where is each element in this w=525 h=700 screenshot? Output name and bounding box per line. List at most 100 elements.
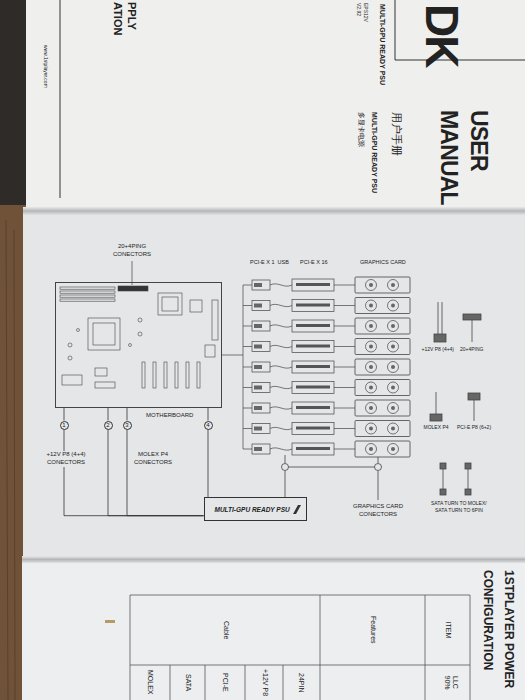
cable-icons [442, 302, 443, 334]
config-table-grid [320, 595, 321, 700]
power-wire [64, 408, 65, 421]
cable-label: SATA TURN TO MOLEX/ [430, 500, 488, 506]
gpu-connector-wires [282, 464, 289, 471]
power-wire [64, 430, 204, 516]
gpu-column [243, 277, 410, 457]
motherboard-illustration [175, 362, 178, 388]
cable-label: MOLEX P4 [423, 424, 450, 430]
riser-bracket [222, 355, 243, 356]
connector-label: MOLEX P4 CONECTORS [130, 451, 176, 467]
cable-icons [440, 463, 446, 469]
paper-panel [26, 0, 525, 212]
callout-number: 3 [124, 422, 131, 429]
motherboard-outline: MOTHERBOARD [55, 282, 222, 408]
psu-box: MULTI-GPU READY PSU [204, 497, 307, 521]
cable-icons [436, 392, 437, 414]
motherboard-illustration [197, 362, 200, 388]
gpu-connector-wires [285, 455, 286, 463]
callout-number: 4 [205, 422, 212, 429]
cover-frame [395, 0, 396, 60]
table-cell: Cable [222, 621, 230, 639]
column-header: PCI-E X 1 [250, 259, 274, 266]
psu-logo [293, 505, 301, 514]
cable-icons [438, 302, 439, 334]
table-cell: SATA [184, 674, 192, 691]
gpu-column [243, 400, 410, 416]
gpu-column [243, 380, 410, 396]
motherboard-illustration [62, 375, 82, 385]
cable-icons [468, 469, 469, 489]
cover-panel: DKMULTI-GPU READY PSUEPS12VV2.92PPLYATIO… [30, 0, 525, 210]
config-table-grid [130, 595, 470, 700]
motherboard-illustration [205, 345, 215, 357]
gpu-column [243, 339, 410, 355]
gpu-connector-wires [378, 471, 379, 500]
callout-number: 3 [123, 421, 132, 430]
product-line: MULTI-GPU READY PSU [370, 112, 378, 193]
cable-icons [463, 314, 481, 320]
cable-icons [440, 489, 446, 495]
motherboard-illustration [186, 362, 189, 388]
callout-number: 4 [204, 421, 213, 430]
config-table-grid [130, 665, 470, 666]
motherboard-illustration [138, 318, 142, 322]
gpu-column [243, 359, 410, 375]
motherboard-illustration [68, 356, 72, 360]
callout-number: 1 [60, 421, 69, 430]
chinese-subtitle: 多显卡电源 [357, 112, 365, 147]
callout-number: 1 [61, 422, 68, 429]
cable-icons [465, 463, 471, 469]
motherboard-illustration [95, 382, 115, 388]
connector-label: +12V P8 (4+4) CONECTORS [39, 451, 93, 467]
config-title: 1STPLAYER POWER CONFIGURATION [477, 570, 519, 698]
wood-grain [14, 230, 15, 700]
cable-icons [443, 469, 444, 489]
spec-text: EPS12V [363, 3, 369, 22]
gpu-column [243, 441, 410, 457]
motherboard-illustration [60, 287, 115, 289]
cable-icons [472, 320, 473, 342]
cable-label: SATA TURN TO 6PIN [434, 507, 484, 513]
power-wire [127, 430, 204, 516]
paper-panel [23, 212, 525, 560]
product-line: MULTI-GPU READY PSU [378, 4, 386, 85]
gpu-connector-wires [282, 455, 382, 500]
power-wire [108, 430, 204, 516]
motherboard-illustration [153, 362, 156, 388]
table-cell: ITEM [444, 622, 452, 639]
config-table-grid [205, 665, 206, 700]
cable-icons [430, 414, 442, 421]
motherboard-illustration [88, 318, 120, 350]
power-wire [127, 408, 128, 421]
motherboard-illustration [95, 368, 107, 376]
cover-frame [60, 0, 61, 198]
motherboard-illustration [60, 299, 115, 301]
gpu-connector-wires [289, 467, 375, 468]
cable-icons [474, 400, 475, 421]
gpu-column [243, 277, 410, 293]
motherboard-illustration [158, 293, 182, 315]
motherboard-illustration [77, 329, 80, 332]
table-cell: PCI-E [221, 673, 229, 692]
cable-icons [430, 302, 481, 495]
gpu-column [243, 421, 410, 437]
config-table-grid [170, 665, 171, 700]
column-header: PCI-E X 16 [300, 259, 328, 266]
callout-number: 2 [105, 422, 112, 429]
gpu-column [243, 318, 410, 334]
cable-icons [468, 393, 480, 400]
cable-label: +12V P8 (4+4) [421, 346, 456, 352]
table-cell: MOLEX [146, 670, 154, 695]
motherboard-illustration [60, 295, 115, 297]
website: www.1stplayer.com [43, 45, 49, 88]
gpu-connector-wires [375, 464, 382, 471]
connector-label: 20+4PING CONECTORS [110, 243, 154, 259]
riser-bracket [222, 285, 243, 449]
gpu-connector-wires [378, 457, 379, 463]
motherboard-illustration [138, 332, 142, 336]
motherboard-illustration [164, 362, 167, 388]
table-cell: LLC 90% [442, 671, 459, 695]
motherboard-illustration [93, 323, 115, 345]
motherboard-illustration [118, 286, 148, 291]
stray-object [105, 620, 115, 623]
